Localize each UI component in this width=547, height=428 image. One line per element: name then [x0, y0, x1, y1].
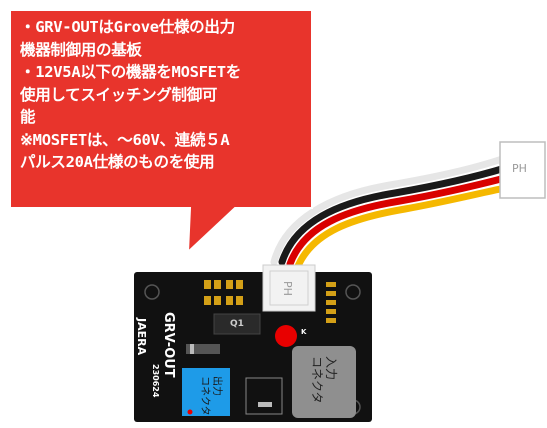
wire-yellow: [294, 184, 509, 270]
pcb-board: [134, 264, 372, 422]
chip-label: Q1: [230, 319, 244, 329]
gold-pads-left: [204, 280, 243, 305]
output-connector-label: 出力 コネクタ: [199, 376, 222, 416]
polarity-mark: [187, 409, 193, 415]
callout-line-1: ・GRV-OUTはGrove仕様の出力: [20, 18, 235, 36]
board-ph-label: PH: [280, 281, 294, 296]
wire-red: [286, 174, 509, 268]
board-ph-connector: [262, 264, 316, 312]
marker-k: K: [301, 328, 307, 336]
gold-pads-right: [326, 282, 336, 323]
diode: [186, 344, 220, 354]
board-brand-text: JAERA: [135, 318, 148, 356]
callout-line-7: パルス20A仕様のものを使用: [20, 153, 215, 171]
wire-white: [270, 154, 509, 266]
mosfet-chip: [213, 313, 261, 335]
cable-bundle: [270, 154, 509, 270]
board-model-text: GRV-OUT: [161, 312, 176, 378]
mount-hole-tr: [345, 284, 361, 300]
callout-line-4: 使用してスイッチング制御可: [20, 85, 218, 104]
callout-line-3: ・12V5A以下の機器をMOSFETを: [20, 63, 241, 81]
status-led: [275, 325, 297, 347]
ph-connector-right: [499, 141, 546, 199]
ph-connector-right-label: PH: [512, 162, 527, 175]
callout-line-2: 機器制御用の基板: [20, 40, 142, 59]
usb-footprint: [245, 377, 283, 415]
callout-bubble: [9, 9, 313, 255]
callout-line-6: ※MOSFETは、～60V、連続５A: [20, 130, 230, 149]
board-date-text: 230624: [151, 364, 160, 398]
callout-text-block: ・GRV-OUTはGrove仕様の出力 機器制御用の基板 ・12V5A以下の機器…: [20, 16, 310, 174]
output-connector: [182, 368, 230, 416]
mount-hole-tl: [144, 284, 160, 300]
input-connector-label: 入力 コネクタ: [310, 356, 338, 404]
input-connector: [292, 346, 356, 418]
callout-line-5: 能: [20, 108, 36, 126]
wire-black: [278, 164, 509, 266]
